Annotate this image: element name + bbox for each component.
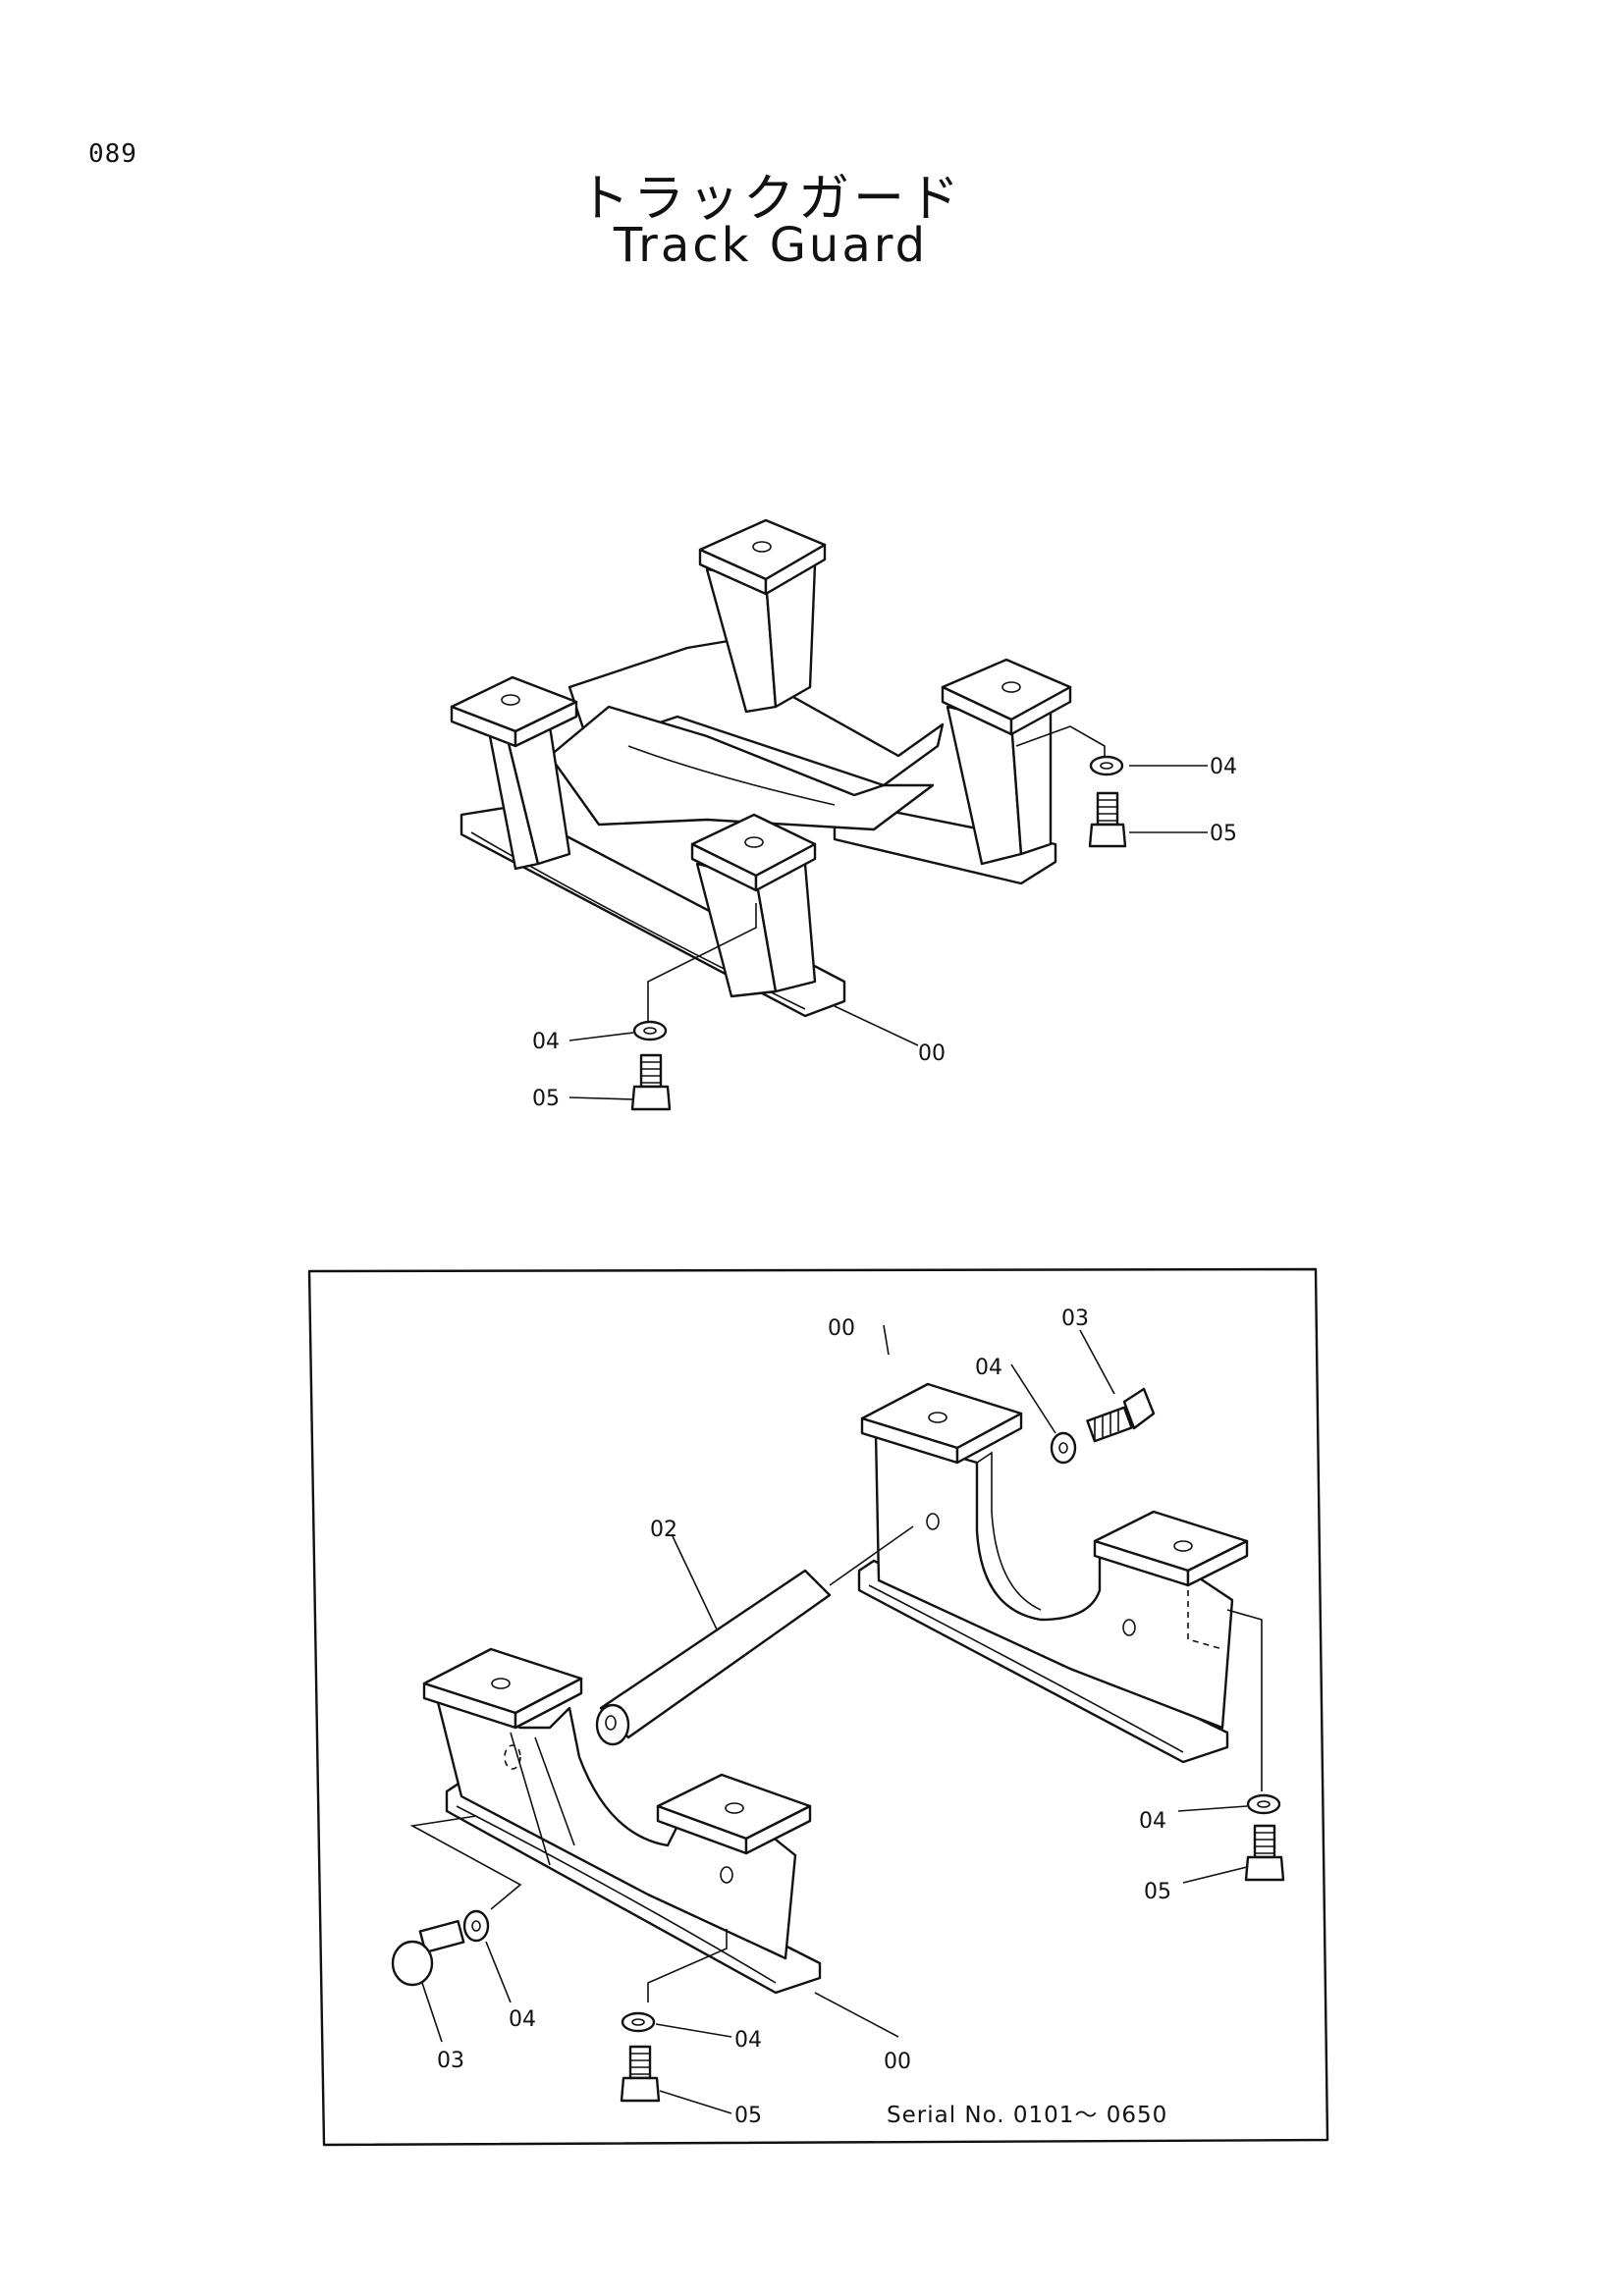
bolt-icon [418,1919,465,1954]
callout-04-box-top: 04 [975,1356,1002,1380]
callout-04-box-right: 04 [1139,1809,1166,1834]
callout-05-box-right: 05 [1144,1880,1171,1904]
top-bottom-fasteners [568,1005,919,1111]
callout-00-box-bottom: 00 [884,2050,911,2074]
title-english: Track Guard [613,218,929,273]
bottom-left-half-frame [409,1324,899,2038]
front-cross-beam [548,705,935,831]
callout-04-box-bottom: 04 [734,2028,762,2053]
callout-04-top-right: 04 [1210,755,1237,779]
callout-02-pin: 02 [650,1518,677,1542]
callout-05-box-bottom: 05 [734,2104,762,2128]
washer-icon [621,2011,656,2033]
callout-00-box-top: 00 [828,1316,855,1341]
callout-00-top: 00 [918,1041,946,1066]
washer-icon [1246,1793,1281,1815]
callout-04-top-left: 04 [532,1030,560,1054]
title-japanese: トラックガード [577,170,963,229]
callout-05-top-right: 05 [1210,822,1237,846]
callout-03-box-top: 03 [1061,1307,1089,1331]
bolt-icon [1086,1406,1133,1443]
callout-04-box-left: 04 [509,2007,536,2032]
top-track-guard-assembly [450,518,1106,1026]
callout-03-box-left: 03 [437,2049,464,2073]
pin-02 [595,1525,914,1746]
top-right-fasteners [1088,755,1208,848]
washer-icon [1050,1431,1077,1465]
serial-variant-frame [307,1267,1329,2147]
serial-note: Serial No. 0101〜 0650 [887,2103,1167,2128]
washer-icon [1089,755,1124,776]
washer-icon [632,1020,668,1041]
callout-05-top-left: 05 [532,1087,560,1111]
bottom-right-half-frame [857,1382,1263,1791]
washer-icon [462,1909,490,1943]
bottom-box-fasteners [391,1329,1285,2114]
page-number: 089 [88,139,137,169]
